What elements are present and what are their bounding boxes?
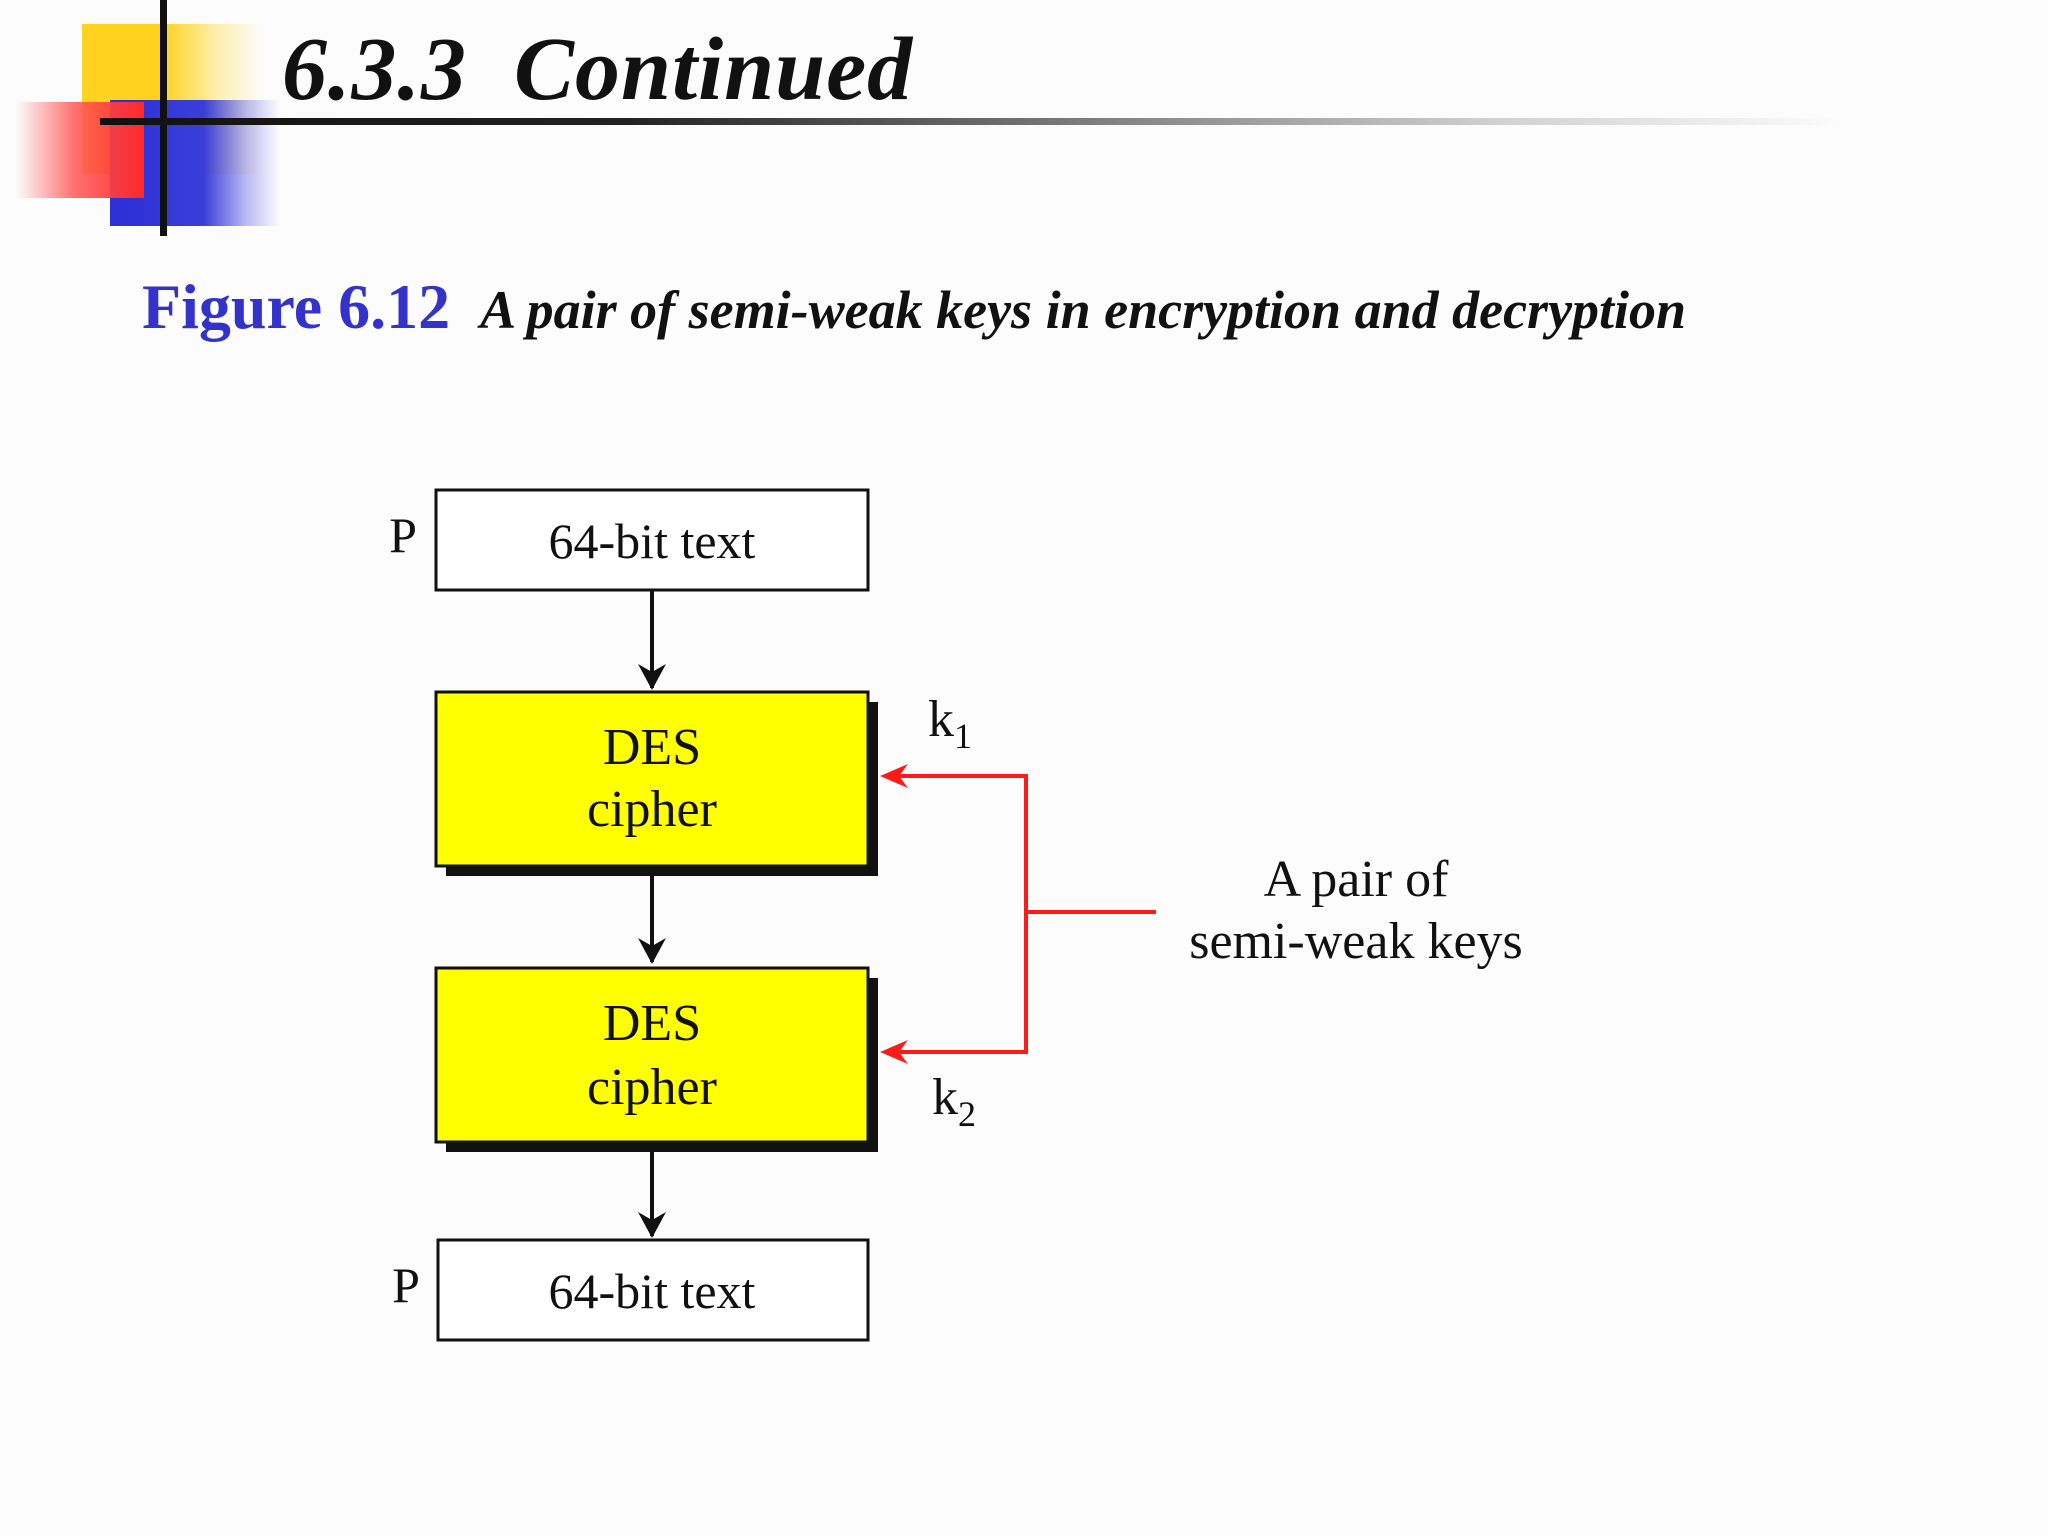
key1-arrow-head <box>880 764 908 788</box>
figure-caption: Figure 6.12 A pair of semi-weak keys in e… <box>142 270 1686 344</box>
key-bracket-line <box>892 774 1028 1054</box>
cipher2-line2: cipher <box>587 1059 717 1116</box>
key1-letter: k <box>928 691 954 748</box>
semi-weak-key-bracket <box>880 764 1156 1064</box>
key2-letter: k <box>932 1069 958 1126</box>
cipher2-line1: DES <box>603 995 701 1052</box>
output-text-label: 64-bit text <box>549 1263 756 1319</box>
output-text-box <box>436 1238 870 1342</box>
key2-label: k2 <box>932 1069 976 1134</box>
svg-text:k1: k1 <box>928 691 972 756</box>
des-cipher-1: DES cipher <box>434 690 878 876</box>
arrow-head-3 <box>638 1212 666 1238</box>
key1-label: k1 <box>928 691 972 756</box>
key1-subscript: 1 <box>954 716 972 756</box>
cipher1-line2: cipher <box>587 781 717 838</box>
cipher1-line1: DES <box>603 719 701 776</box>
title-underline <box>100 118 1840 125</box>
keys-note-line1: A pair of <box>1264 851 1450 908</box>
arrow-head-1 <box>638 664 666 690</box>
input-block: 64-bit text P <box>389 488 870 592</box>
cipher2-box <box>434 966 870 1144</box>
key2-arrow-head <box>880 1040 908 1064</box>
keys-note-line2: semi-weak keys <box>1189 913 1523 970</box>
arrow-head-2 <box>638 938 666 964</box>
input-text-box <box>434 488 870 592</box>
svg-text:k2: k2 <box>932 1069 976 1134</box>
output-block: 64-bit text P <box>392 1238 870 1342</box>
figure-caption-text: A pair of semi-weak keys in encryption a… <box>480 280 1687 340</box>
key2-subscript: 2 <box>958 1094 976 1134</box>
figure-label: Figure 6.12 <box>142 271 451 342</box>
input-text-label: 64-bit text <box>549 513 756 569</box>
cipher1-box <box>434 690 870 868</box>
output-p-label: P <box>392 1257 420 1313</box>
input-p-label: P <box>389 507 417 563</box>
des-cipher-2: DES cipher <box>434 966 878 1152</box>
slide-title: 6.3.3 Continued <box>282 20 914 119</box>
